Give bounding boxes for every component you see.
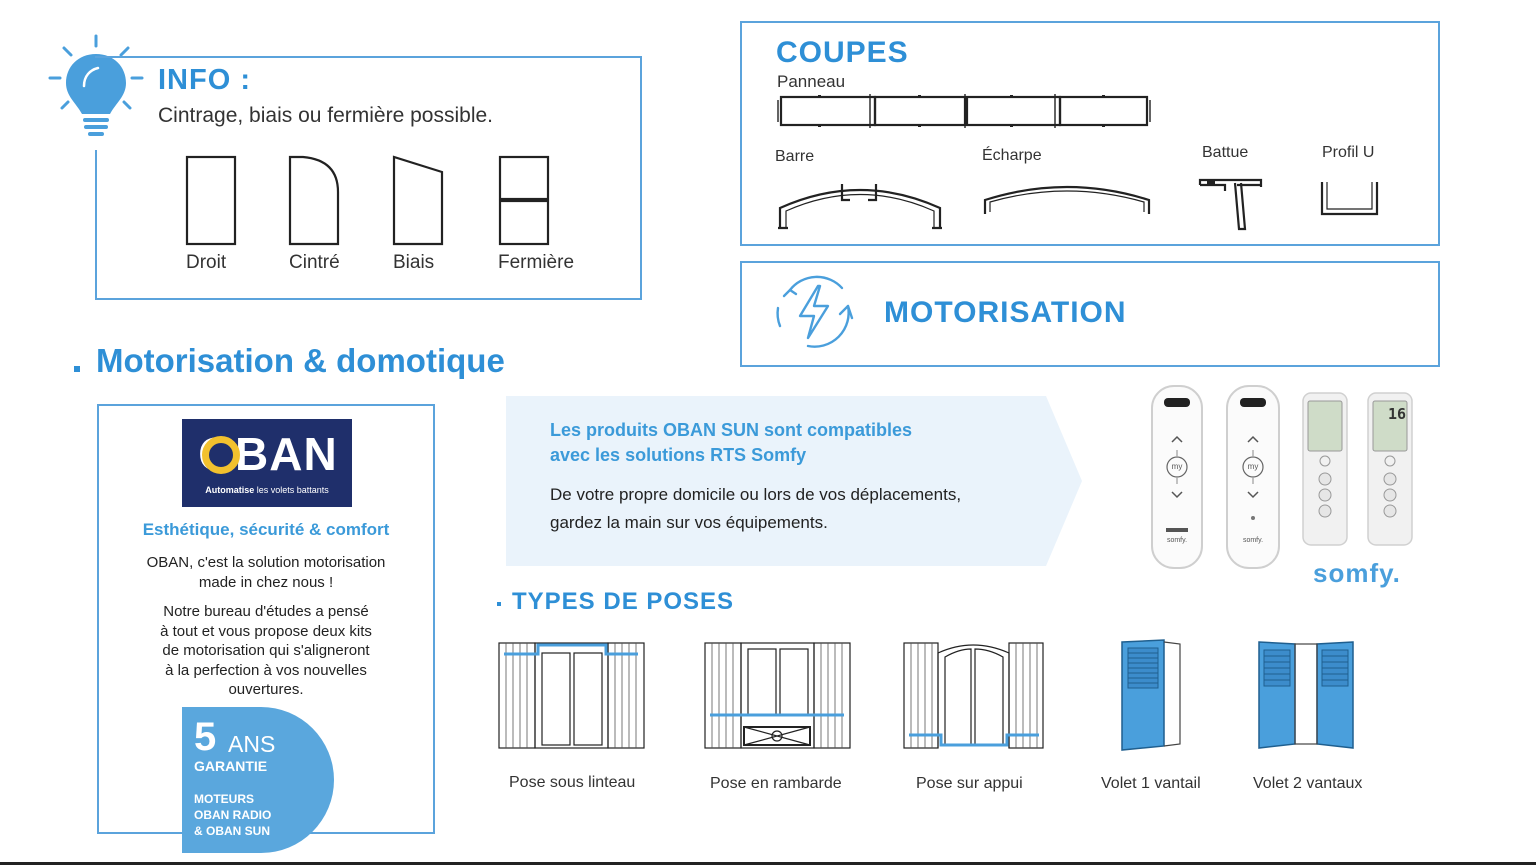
- pose-label-5: Volet 2 vantaux: [1253, 775, 1363, 792]
- pose-sous-linteau-drawing: [498, 642, 645, 749]
- info-box: [95, 56, 642, 300]
- remote-1-brand: somfy.: [1166, 537, 1188, 544]
- bottom-edge-bar: [0, 862, 1536, 865]
- warranty-garantie: GARANTIE: [194, 758, 268, 774]
- remote-4-screen-value: 16: [1388, 405, 1407, 423]
- shape-label-biais: Biais: [393, 252, 435, 273]
- barre-profile: [778, 184, 942, 230]
- pose-label-1: Pose sous linteau: [509, 774, 636, 791]
- coupes-panneau-label: Panneau: [777, 72, 846, 91]
- warranty-line: MOTEURS: [194, 792, 254, 806]
- poses-title: TYPES DE POSES: [512, 588, 735, 615]
- poses-bullet: [497, 602, 501, 606]
- shape-cintre: [288, 155, 340, 246]
- remote-control-3: [1302, 392, 1348, 546]
- warranty-number: 5: [194, 715, 217, 759]
- motorisation-box: [740, 261, 1440, 367]
- pose-sur-appui-drawing: [903, 642, 1044, 749]
- warranty-badge: 5 ANS GARANTIE MOTEURS OBAN RADIO & OBAN…: [182, 707, 334, 853]
- banner-body2: gardez la main sur vos équipements.: [550, 513, 828, 532]
- volet-1-vantail-drawing: [1121, 639, 1181, 751]
- motorisation-title: MOTORISATION: [884, 296, 1127, 329]
- volet-2-vantaux-drawing: [1258, 641, 1354, 749]
- coupes-box: [740, 21, 1440, 246]
- oban-tagline-bold: Automatise: [205, 485, 255, 495]
- info-subtitle: Cintrage, biais ou fermière possible.: [158, 104, 493, 127]
- banner-body1: De votre propre domicile ou lors de vos …: [550, 485, 962, 504]
- shape-label-cintre: Cintré: [289, 252, 340, 273]
- coupes-barre-label: Barre: [775, 148, 815, 165]
- oban-p1-line2: made in chez nous !: [198, 574, 334, 591]
- pose-label-2: Pose en rambarde: [710, 775, 842, 792]
- coupes-title: COUPES: [776, 36, 909, 69]
- warranty-line: & OBAN SUN: [194, 824, 271, 838]
- oban-p1-line1: OBAN, c'est la solution motorisation: [146, 554, 386, 571]
- battue-profile: [1198, 178, 1263, 231]
- pose-en-rambarde-drawing: [704, 642, 851, 749]
- remote-control-1: [1151, 385, 1203, 569]
- lightning-cycle-icon: [776, 275, 854, 348]
- oban-p2-line: à la perfection à vos nouvelles: [165, 661, 367, 679]
- pose-label-3: Pose sur appui: [916, 775, 1023, 792]
- shape-label-droit: Droit: [186, 252, 227, 273]
- coupes-echarpe-label: Écharpe: [982, 147, 1042, 164]
- banner-line1: Les produits OBAN SUN sont compatibles: [550, 420, 913, 440]
- pose-label-4: Volet 1 vantail: [1101, 775, 1201, 792]
- oban-p2-line: à tout et vous propose deux kits: [160, 622, 372, 640]
- shape-biais: [392, 155, 444, 246]
- oban-tagline-rest: les volets battants: [256, 485, 329, 495]
- echarpe-profile: [983, 185, 1151, 214]
- oban-logo: OBAN Automatise les volets battants: [182, 419, 352, 507]
- somfy-logo: somfy.: [1313, 558, 1401, 588]
- remote-2-my: my: [1247, 462, 1259, 471]
- profil-u-shape: [1320, 182, 1379, 216]
- panneau-profile: [777, 94, 1151, 128]
- lightbulb-icon: [48, 34, 144, 136]
- section-title: Motorisation & domotique: [96, 342, 505, 379]
- remote-2-brand: somfy.: [1242, 537, 1264, 544]
- banner-arrow-shape: [506, 396, 1082, 566]
- warranty-line: OBAN RADIO: [194, 808, 272, 822]
- coupes-battue-label: Battue: [1202, 144, 1249, 161]
- remote-control-4: [1367, 392, 1413, 546]
- oban-p2-line: Notre bureau d'études a pensé: [163, 603, 369, 620]
- oban-p2-line: de motorisation qui s'aligneront: [162, 642, 370, 660]
- shape-label-fermiere: Fermière: [498, 252, 575, 273]
- oban-heading: Esthétique, sécurité & comfort: [142, 520, 390, 539]
- coupes-profil-label: Profil U: [1322, 144, 1375, 161]
- remote-control-2: [1226, 385, 1280, 569]
- oban-p2-line: ouvertures.: [228, 681, 304, 699]
- banner-line2: avec les solutions RTS Somfy: [550, 445, 807, 465]
- shape-droit: [185, 155, 237, 246]
- section-bullet: [74, 366, 80, 372]
- info-title: INFO :: [158, 64, 251, 96]
- shape-fermiere: [498, 155, 550, 246]
- remote-1-my: my: [1171, 462, 1183, 471]
- warranty-ans: ANS: [228, 731, 276, 757]
